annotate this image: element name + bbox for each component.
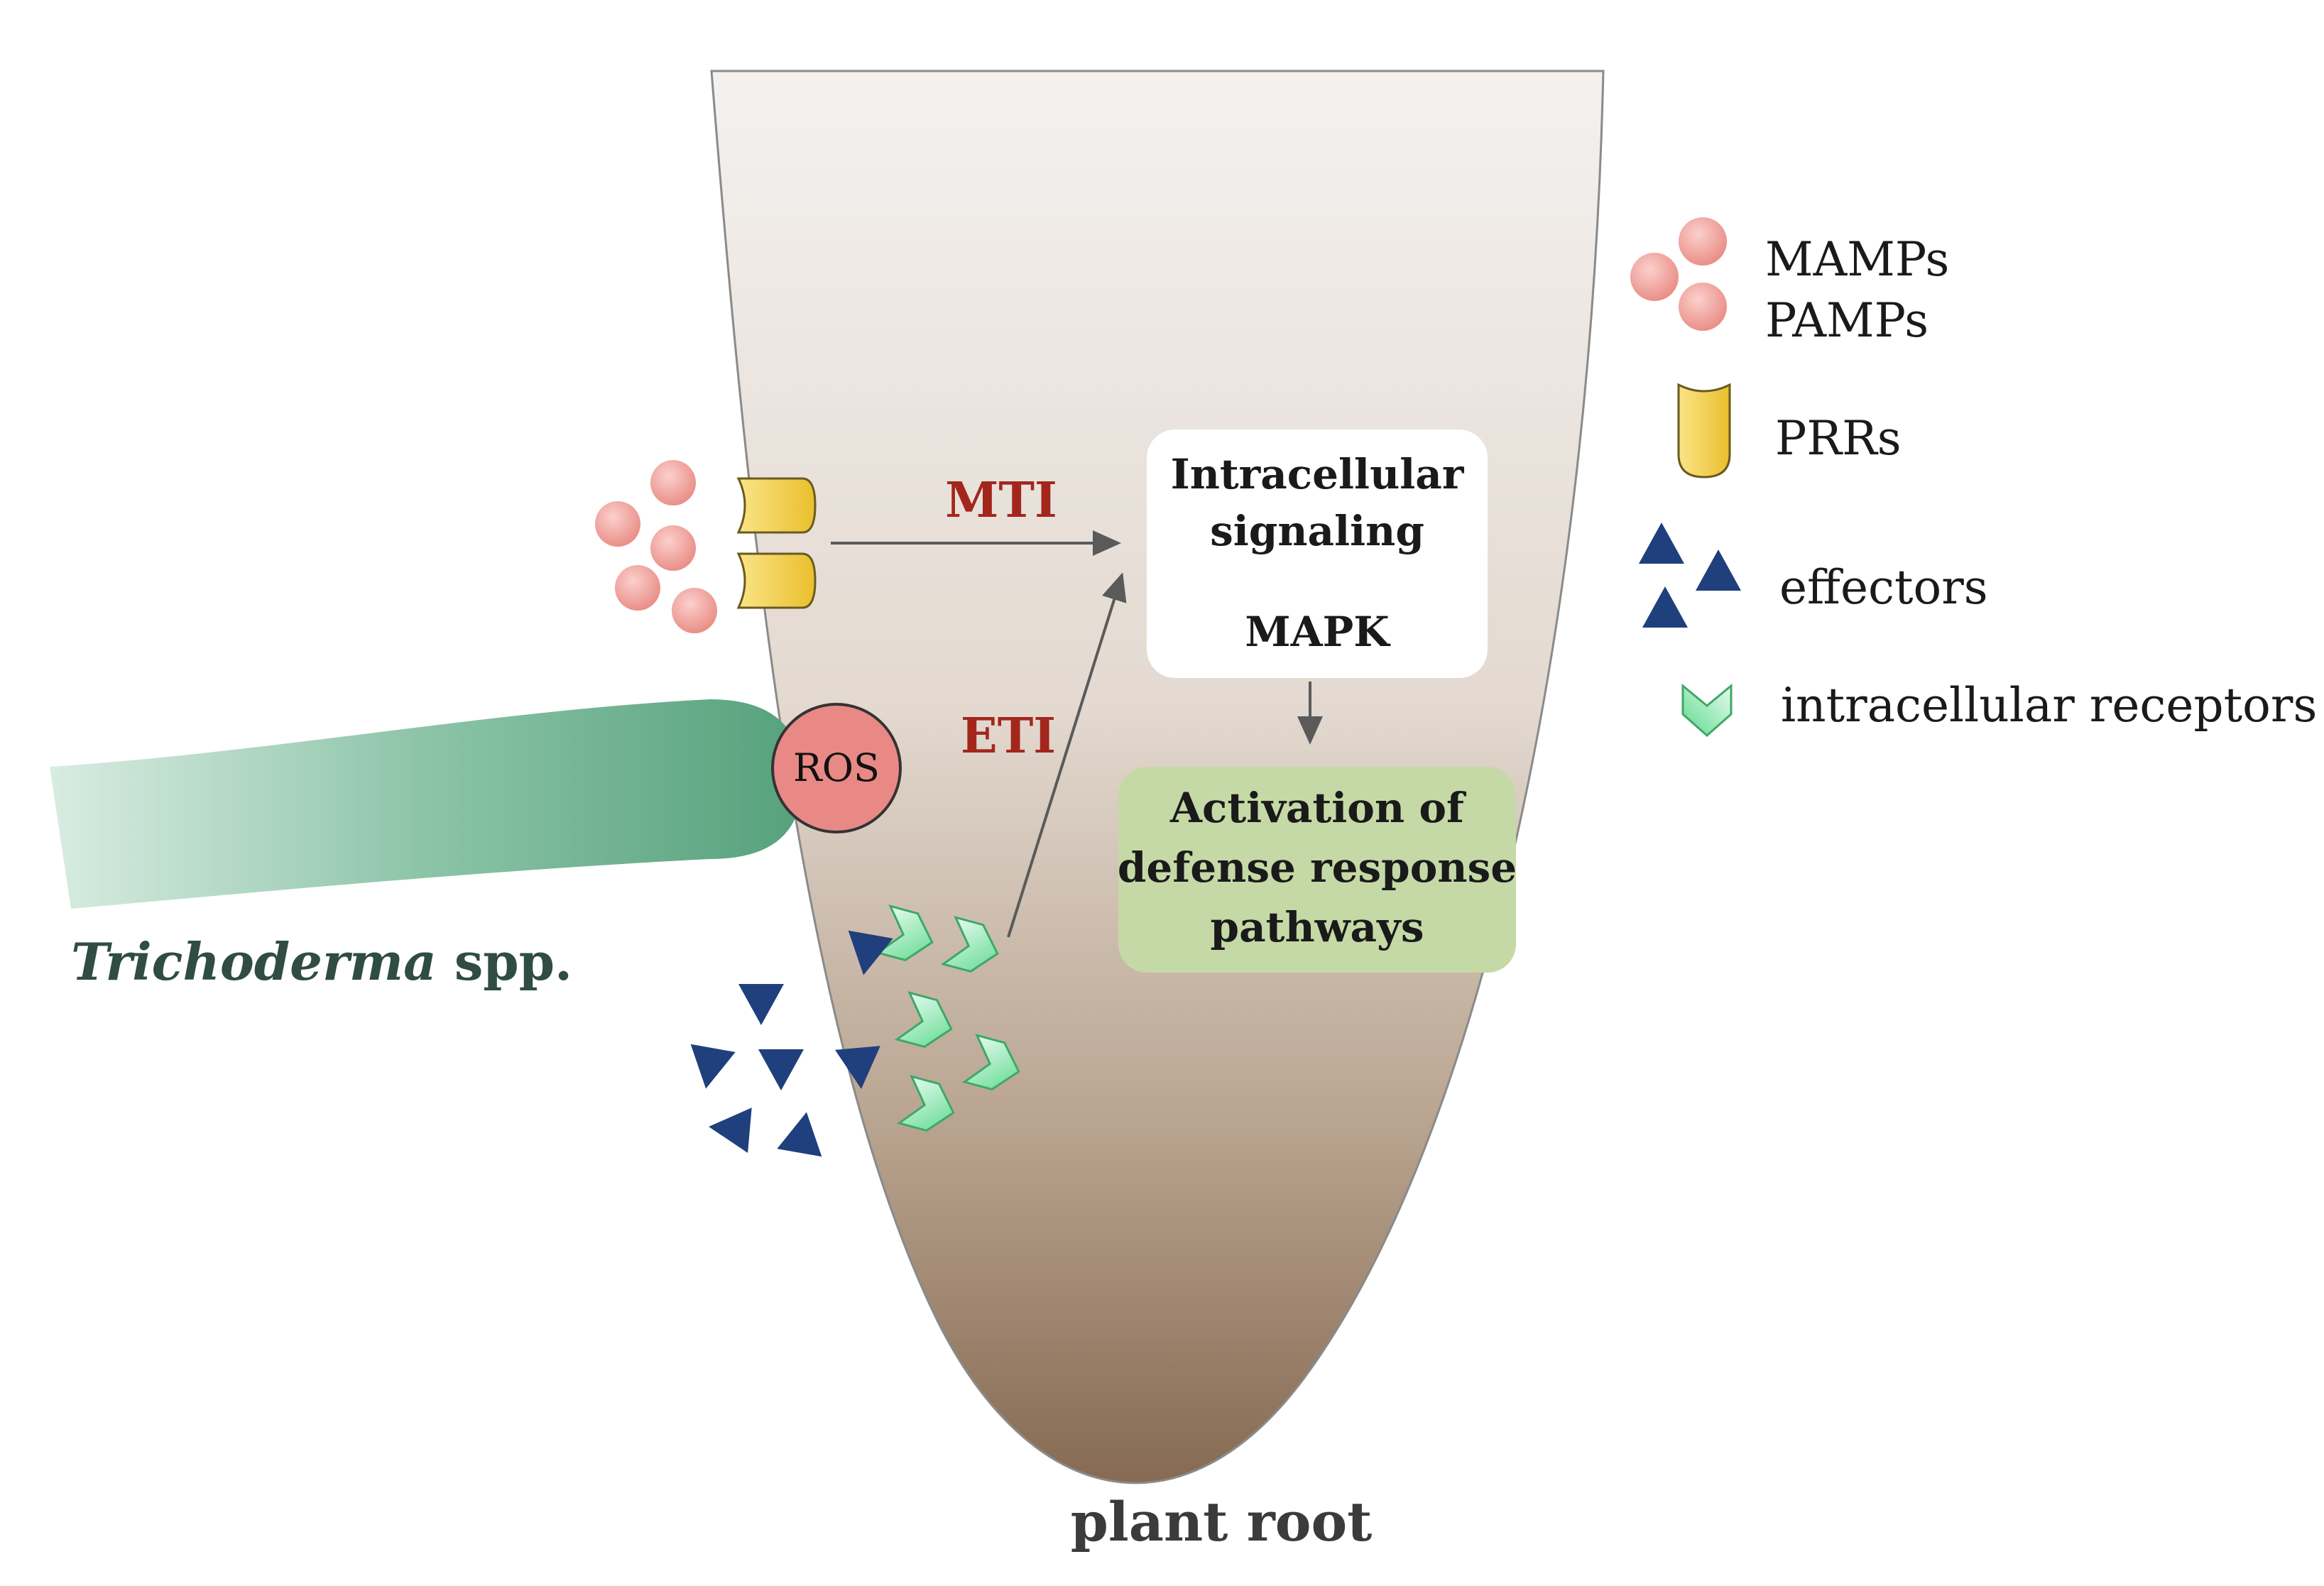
prr-receptor [736,552,817,609]
signaling-line3: MAPK [1245,608,1391,656]
ros-label: ROS [793,745,880,790]
legend: MAMPs PAMPs PRRs effectors intracellular… [1630,217,2317,738]
legend-effectors-label: effectors [1779,560,1988,615]
signaling-line2: signaling [1210,507,1424,555]
mti-label: MTI [945,472,1057,529]
defense-line3: pathways [1211,903,1424,951]
trichoderma-hypha [50,699,802,909]
defense-box: Activation of defense response pathways [1118,767,1517,973]
trichoderma-genus: Trichoderma [71,931,437,992]
legend-prrs-label: PRRs [1775,411,1902,466]
signaling-box: Intracellular signaling MAPK [1147,430,1488,678]
effector-triangle [738,984,784,1025]
effector-triangle [777,1108,829,1157]
effector-triangle [683,1044,736,1093]
mamp-particle [650,525,696,571]
legend-mamps-label: MAMPs [1765,232,1949,287]
signaling-line1: Intracellular [1171,450,1465,498]
mamp-cluster [595,460,717,633]
legend-effectors-icon [1639,523,1741,628]
prr-receptors [736,477,817,609]
prr-receptor [736,477,817,534]
trichoderma-suffix: spp. [437,931,572,992]
mamp-particle [650,460,696,505]
legend-mamps-icon [1630,217,1727,331]
legend-receptors-label: intracellular receptors [1781,678,2317,733]
defense-line2: defense response [1118,843,1517,892]
legend-pamps-label: PAMPs [1765,293,1929,348]
mamp-particle [595,501,640,547]
effector-triangle [758,1049,804,1090]
mamp-particle [672,588,717,633]
mamp-particle [615,565,660,611]
effector-triangle [707,1104,752,1153]
ros-circle: ROS [771,703,902,833]
plant-root-label: plant root [1071,1490,1373,1553]
defense-line1: Activation of [1169,784,1467,832]
legend-receptor-icon [1681,683,1733,738]
eti-arrow [1007,572,1127,938]
legend-prr-icon [1677,383,1731,478]
eti-label: ETI [961,708,1056,765]
trichoderma-label: Trichoderma spp. [71,931,572,992]
